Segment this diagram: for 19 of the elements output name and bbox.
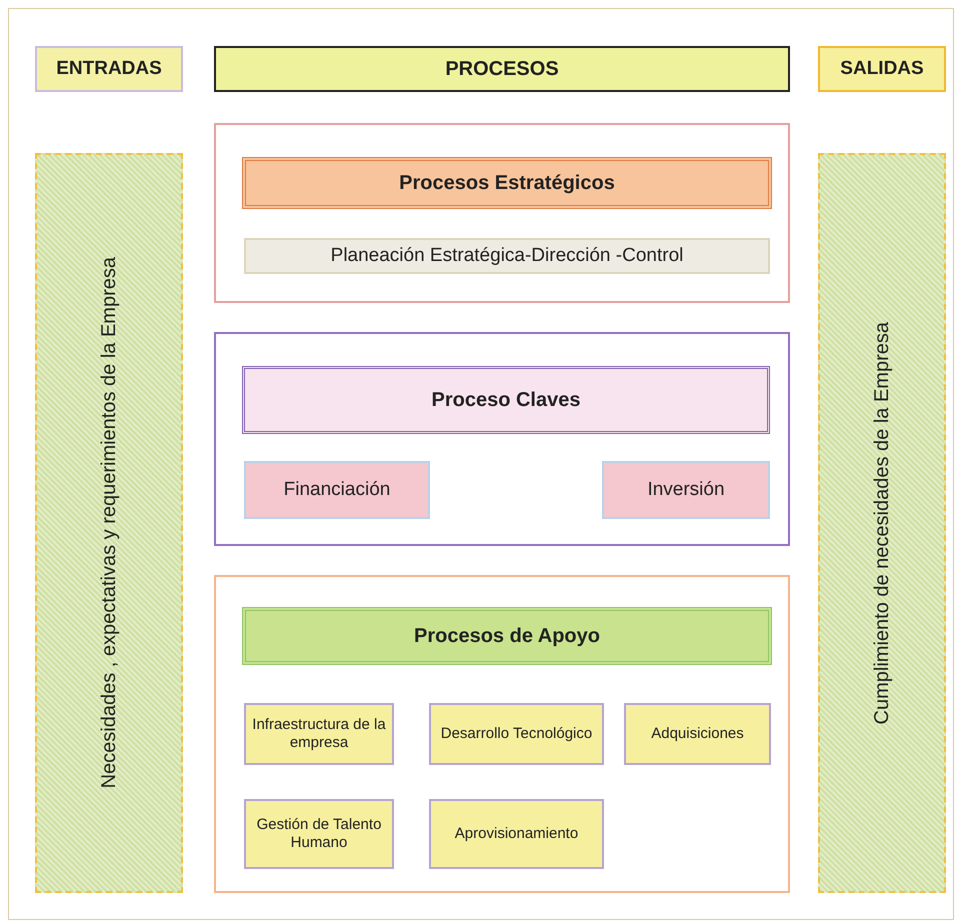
process-box: Adquisiciones: [624, 703, 771, 765]
process-box: Desarrollo Tecnológico: [429, 703, 604, 765]
process-box: Infraestructura de la empresa: [244, 703, 394, 765]
process-box: Financiación: [244, 461, 430, 519]
header-label: ENTRADAS: [35, 46, 183, 92]
output-column: Cumplimiento de necesidades de la Empresa: [818, 153, 946, 893]
process-heading: Procesos de Apoyo: [242, 607, 772, 665]
input-column: Necesidades , expectativas y requerimientos de la Empresa: [35, 153, 183, 893]
process-box: Planeación Estratégica-Dirección -Control: [244, 238, 770, 274]
process-group-box: [214, 123, 790, 303]
process-box: Aprovisionamiento: [429, 799, 604, 869]
process-heading: Procesos Estratégicos: [242, 157, 772, 209]
process-box: Inversión: [602, 461, 770, 519]
process-box: Gestión de Talento Humano: [244, 799, 394, 869]
process-group-box: [214, 575, 790, 893]
header-label: SALIDAS: [818, 46, 946, 92]
process-heading: Proceso Claves: [242, 366, 770, 434]
header-label: PROCESOS: [214, 46, 790, 92]
process-group-box: [214, 332, 790, 546]
